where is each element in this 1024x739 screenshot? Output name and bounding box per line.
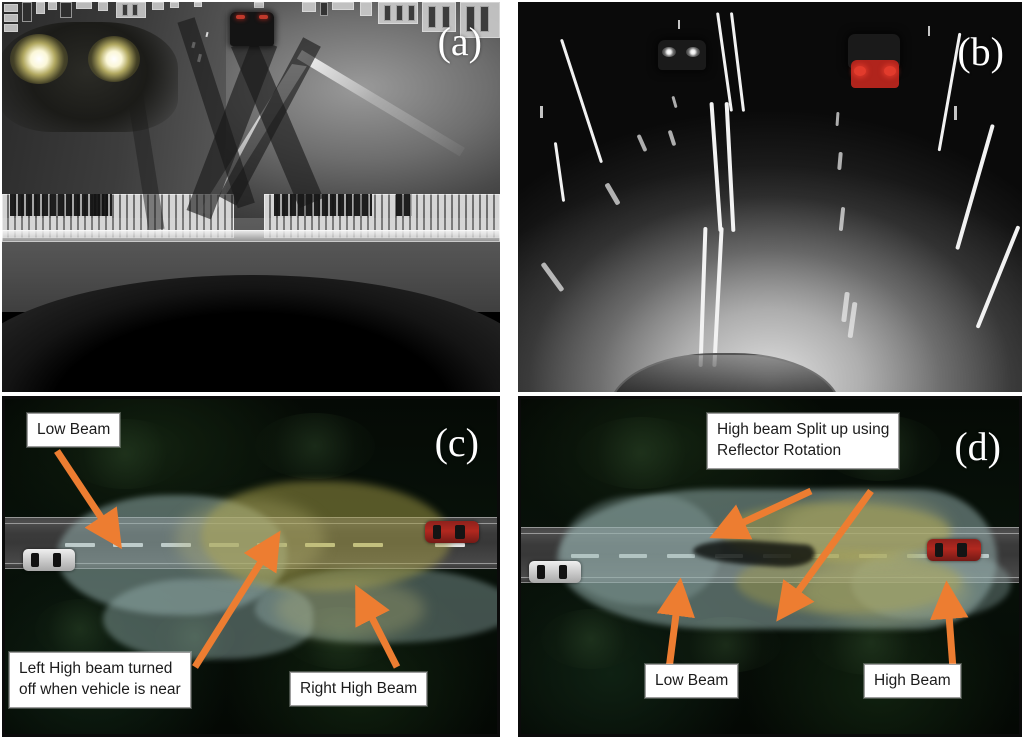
panel-b-marker-post-right [954,106,957,120]
panel-a-lead-taillight-right [259,15,268,19]
panel-b-oncoming-headlight-right [686,47,700,57]
panel-b-taillight-left [854,66,866,76]
panel-d-callout-high-beam: High Beam [864,664,961,699]
panel-a-night-city-scene: (a) [2,2,500,392]
panel-d-arrow-split-upper [709,487,813,540]
panel-c-beam-diagram-selective-high-beam: Low Beam Left High beam turned off when … [2,396,500,737]
panel-d-arrow-high-beam [930,580,969,670]
panel-a-ego-hood [2,275,500,392]
panel-b-marker-post-far-right [928,26,930,36]
panel-c-letter: (c) [434,420,479,465]
panel-d-foliage-4 [576,417,706,489]
panel-a-letter: (a) [437,19,482,64]
panel-d-arrow-low-beam [656,577,695,670]
panel-b-taillight-right [884,66,896,76]
panel-d-callout-low-beam: Low Beam [645,664,739,699]
panel-c-foliage-5 [255,413,375,479]
panel-a-guardrail-right-post [396,194,412,216]
panel-d-callout-high-beam-split: High beam Split up using Reflector Rotat… [707,413,900,469]
panel-a-guardrail-left-dark [10,194,108,216]
panel-b-curved-highway-scene: (b) [518,2,1022,392]
panel-d-arrow-split-lower [776,488,874,622]
panel-b-marker-post-far-left [678,20,680,29]
panel-a-oncoming-headlight-left [10,34,68,84]
panel-a-oncoming-headlight-right [88,36,140,82]
panel-d-letter: (d) [954,424,1001,469]
panel-c-arrow-left-high-beam-off [192,530,281,669]
panel-b-oncoming-headlight-left [662,47,676,57]
panel-a-guardrail-left-post [94,194,112,216]
panel-c-callout-low-beam: Low Beam [27,413,121,448]
panel-a-city-skyline [2,2,500,48]
panel-b-marker-post-left [540,106,543,118]
panel-c-arrow-low-beam [54,449,122,550]
panel-c-callout-right-high-beam: Right High Beam [290,672,428,707]
panel-d-beam-diagram-reflector-rotation: High beam Split up using Reflector Rotat… [518,396,1022,737]
panel-a-guardrail-base [2,230,500,242]
panel-c-callout-left-high-beam-off: Left High beam turned off when vehicle i… [9,652,191,708]
panel-b-headlight-illumination [518,2,1022,392]
panel-b-letter: (b) [957,29,1004,74]
panel-c-arrow-right-high-beam [355,584,401,669]
panel-a-lead-taillight-left [236,15,245,19]
